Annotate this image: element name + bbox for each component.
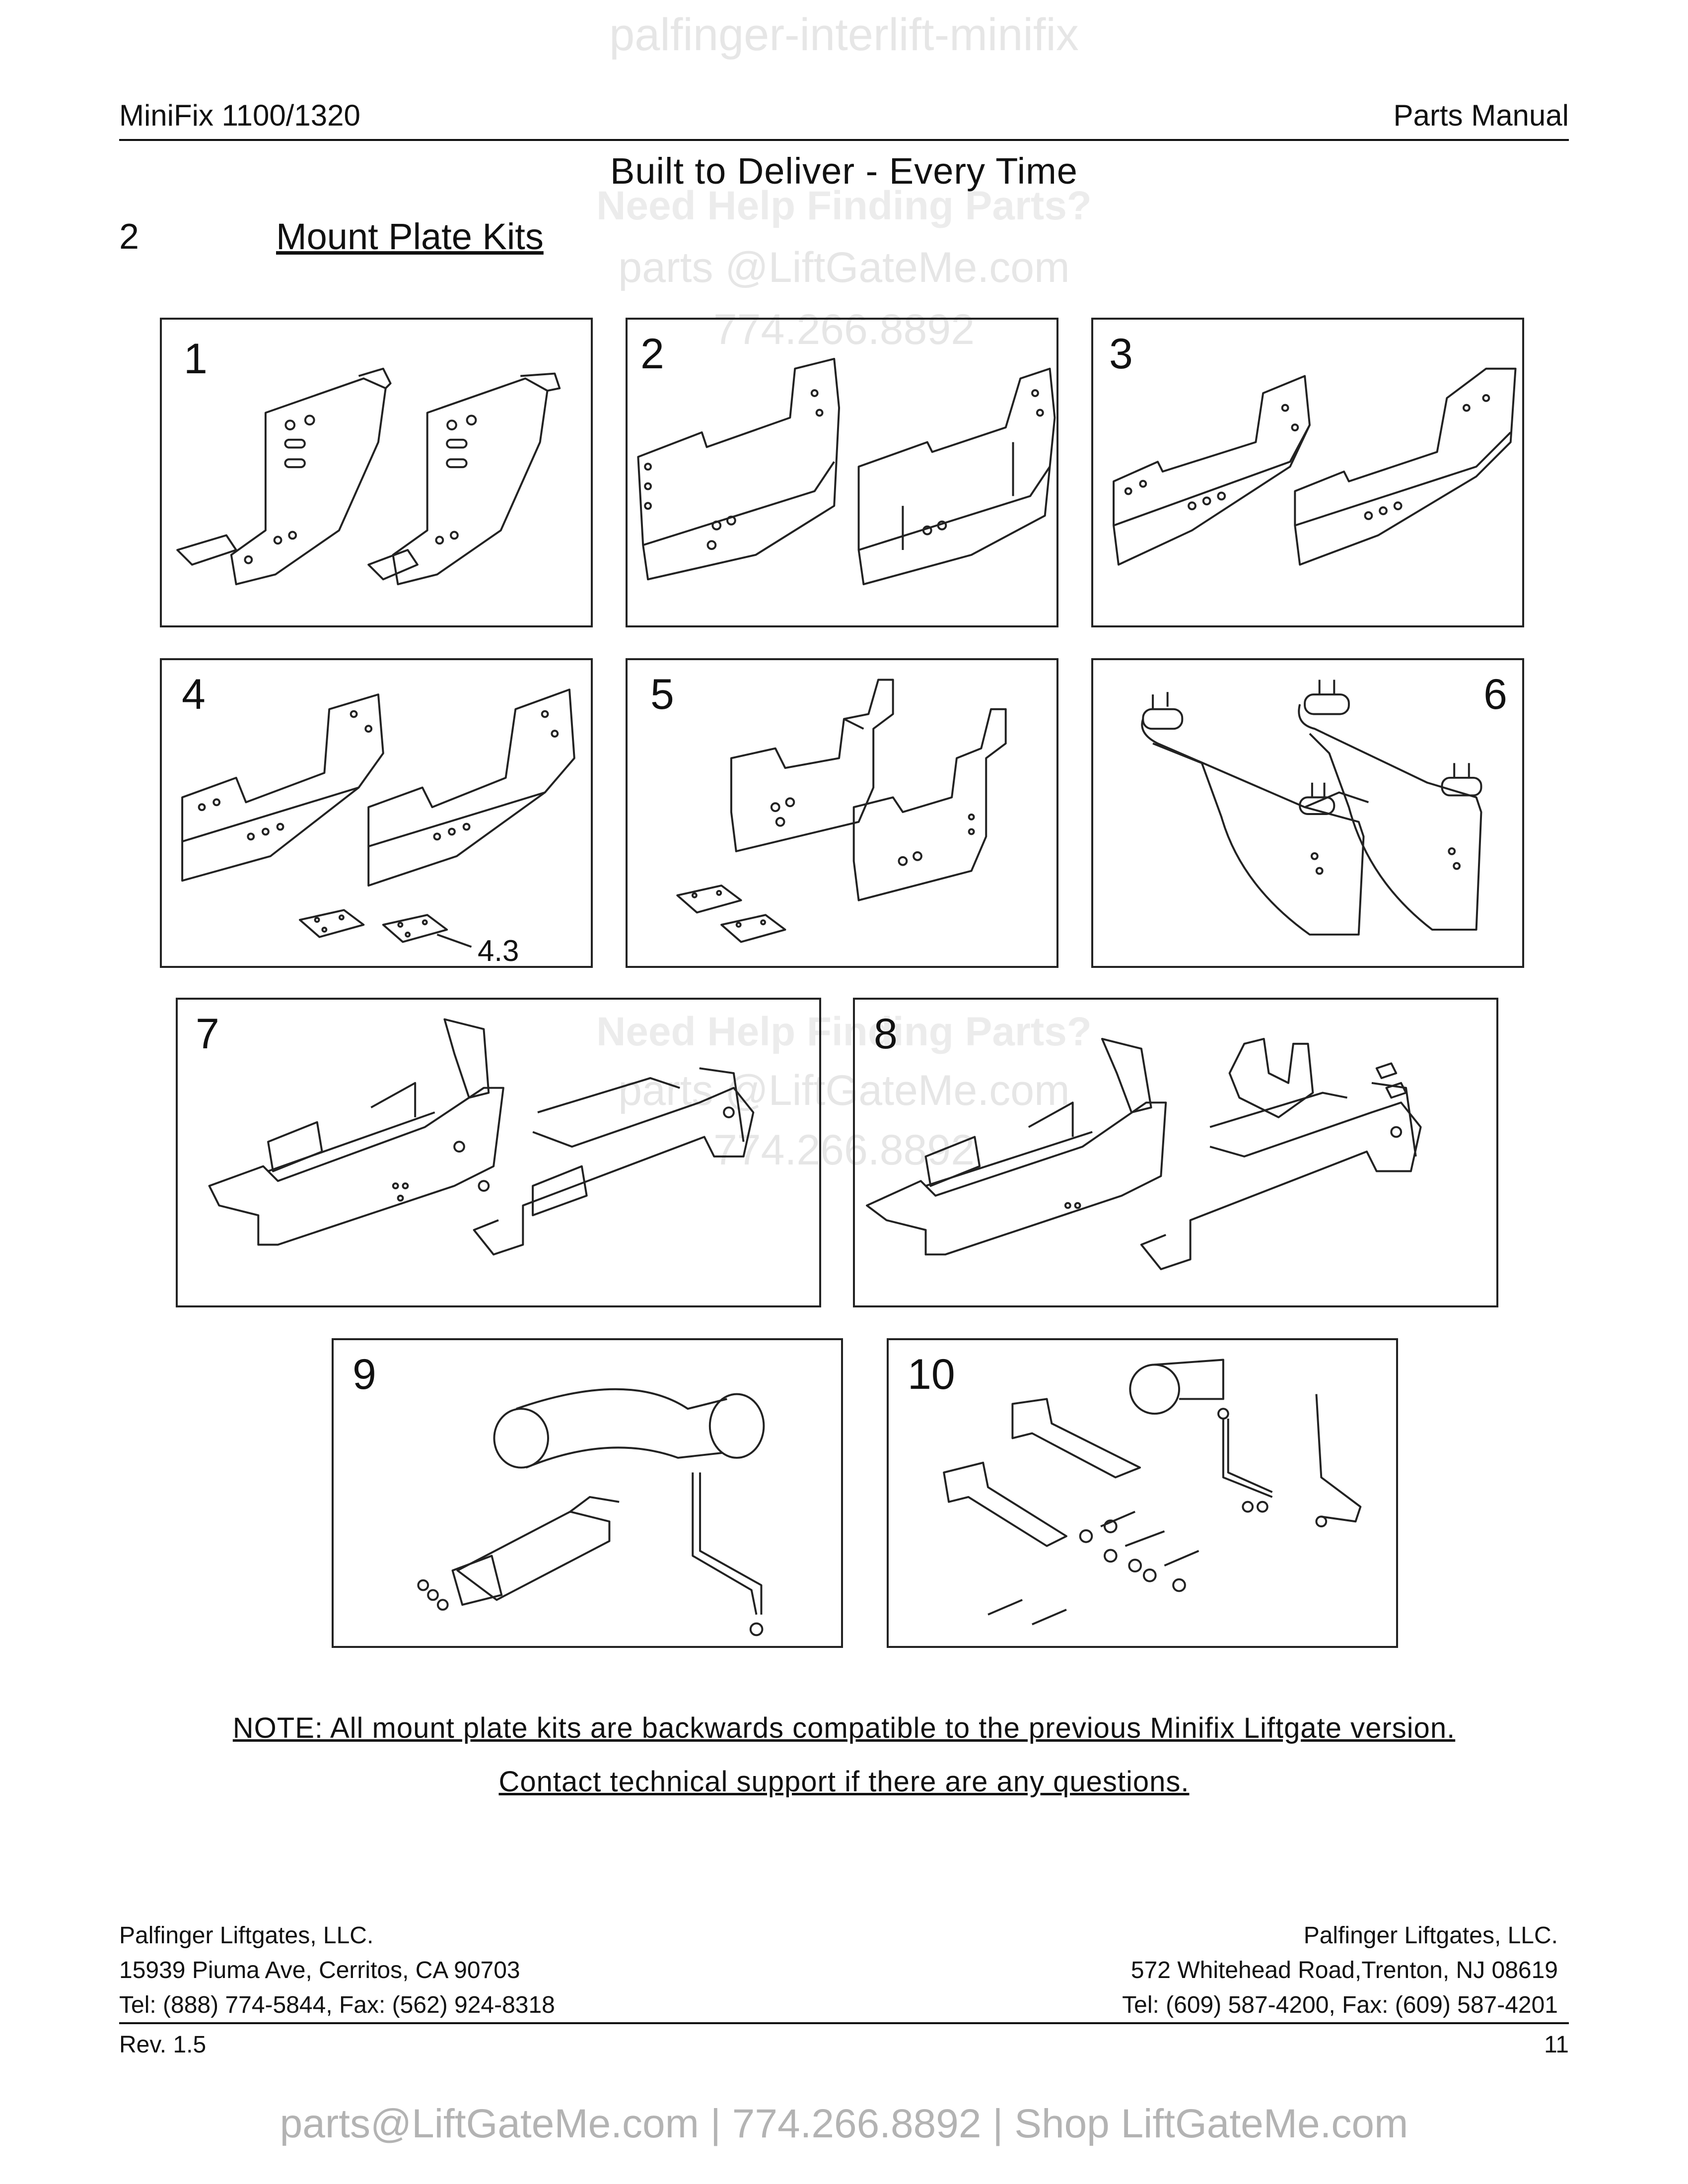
manual-type: Parts Manual (1393, 99, 1569, 132)
watermark-email-1: parts @LiftGateMe.com (618, 244, 1070, 291)
watermark-phone-2: 774.266.8892 (713, 1126, 975, 1174)
mount-bracket-drawing (176, 367, 561, 586)
hardware-kit-drawing (943, 1359, 1362, 1626)
watermark-help-2: Need Help Finding Parts? (596, 1009, 1092, 1054)
mount-bracket-drawing (1141, 680, 1482, 936)
mount-bracket-drawing (1113, 367, 1517, 566)
watermark-phone-1: 774.266.8892 (713, 306, 975, 353)
kit-label: 5 (650, 671, 674, 718)
mount-bracket-drawing (676, 679, 1007, 943)
kit-panel-8: 8 (853, 998, 1498, 1307)
kit-label: 6 (1483, 671, 1507, 718)
kit-panel-4: 4 4.3 (160, 658, 593, 968)
mount-bracket-drawing (866, 1038, 1422, 1270)
mount-bracket-drawing (208, 1018, 755, 1256)
footer-west-company: Palfinger Liftgates, LLC. (119, 1922, 374, 1949)
tagline: Built to Deliver - Every Time (610, 150, 1078, 192)
page-number: 11 (1544, 2032, 1569, 2058)
kit-label: 7 (196, 1010, 219, 1058)
footer-east-address: 572 Whitehead Road,Trenton, NJ 08619 (1130, 1957, 1558, 1983)
document-title: MiniFix 1100/1320 (119, 99, 360, 132)
kit-label: 9 (352, 1351, 376, 1398)
kit-panel-10: 10 (887, 1338, 1398, 1648)
footer-west-contact: Tel: (888) 774-5844, Fax: (562) 924-8318 (119, 1992, 555, 2018)
kit-label: 4 (182, 671, 206, 718)
mount-bracket-drawing (181, 688, 575, 948)
footer-rule (119, 2022, 1569, 2024)
watermark-help-1: Need Help Finding Parts? (596, 183, 1092, 228)
footer-west-address: 15939 Piuma Ave, Cerritos, CA 90703 (119, 1957, 520, 1983)
section-number: 2 (119, 217, 140, 257)
kit-panel-1: 1 (160, 318, 593, 627)
kit-panel-2: 2 (626, 318, 1058, 627)
kit-panel-9: 9 (332, 1338, 843, 1648)
kit-panel-3: 3 (1091, 318, 1524, 627)
kit-panel-7: 7 (176, 998, 821, 1307)
kit-label: 8 (874, 1010, 898, 1058)
footer-east-contact: Tel: (609) 587-4200, Fax: (609) 587-4201 (1122, 1992, 1558, 2018)
section-title: Mount Plate Kits (276, 216, 544, 257)
hose-and-bracket-drawing (417, 1388, 765, 1637)
kit-label: 3 (1109, 330, 1133, 378)
part-callout: 4.3 (478, 934, 519, 967)
kit-label: 1 (184, 335, 208, 383)
kit-panel-5: 5 (626, 658, 1058, 968)
kit-label: 2 (640, 330, 664, 378)
compatibility-note: NOTE: All mount plate kits are backwards… (232, 1712, 1456, 1744)
mount-bracket-drawing (637, 358, 1056, 586)
kit-panel-6: 6 (1091, 658, 1524, 968)
footer-east-company: Palfinger Liftgates, LLC. (1303, 1922, 1558, 1949)
kit-label: 10 (908, 1351, 955, 1398)
watermark-top: palfinger-interlift-minifix (609, 9, 1079, 60)
watermark-email-2: parts @LiftGateMe.com (618, 1067, 1070, 1114)
support-note: Contact technical support if there are a… (498, 1766, 1190, 1798)
header-rule (119, 139, 1569, 141)
contact-banner[interactable]: parts@LiftGateMe.com | 774.266.8892 | Sh… (280, 2101, 1408, 2146)
revision: Rev. 1.5 (119, 2032, 207, 2058)
